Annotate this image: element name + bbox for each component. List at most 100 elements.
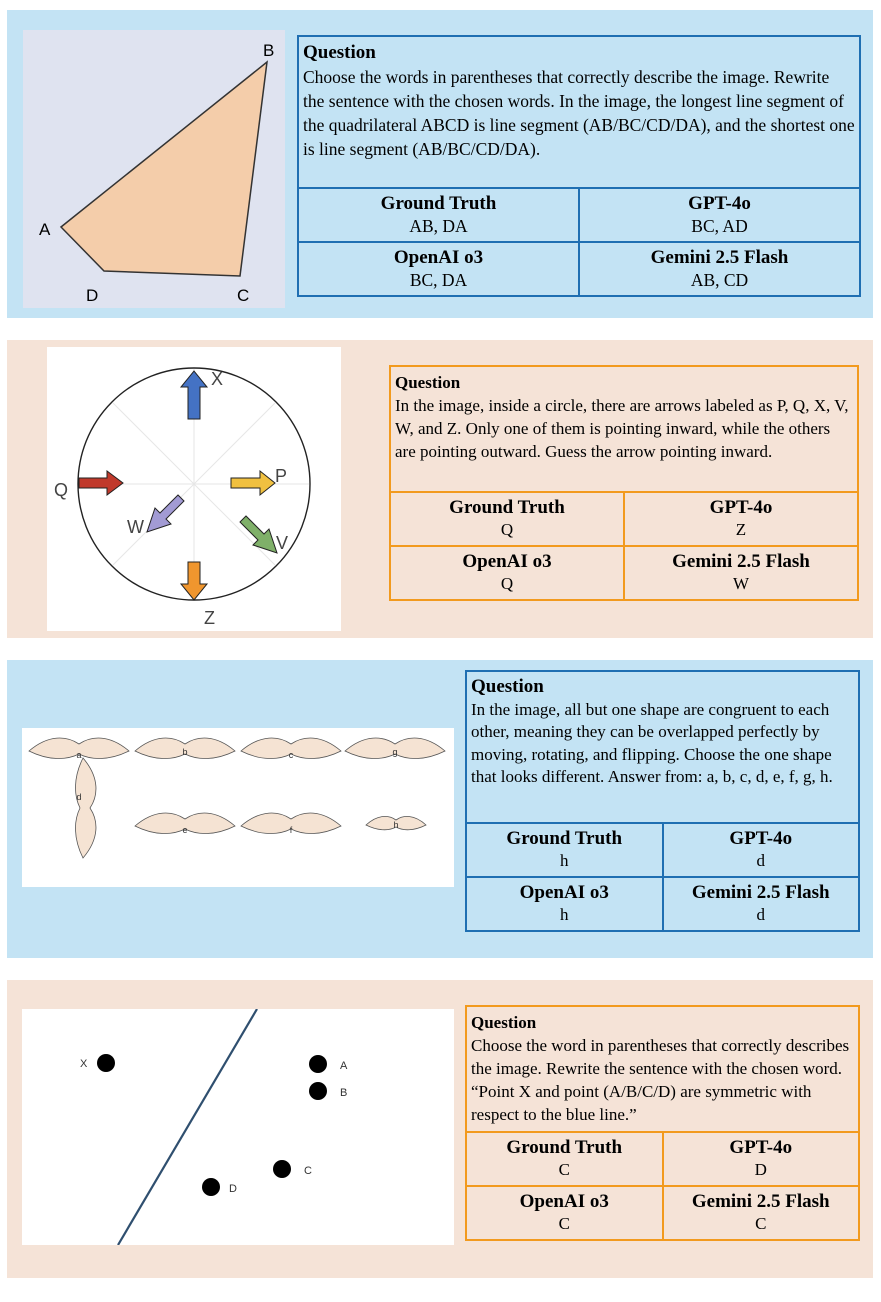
model-name: OpenAI o3 (462, 551, 552, 572)
model-name: Gemini 2.5 Flash (691, 882, 830, 903)
panel-arrows: X P Q W V Z Question In the image, insid… (7, 340, 873, 638)
quadrilateral-svg: B A D C (39, 41, 274, 305)
panel-shapes: a b c g d e f h Question In the image, a… (7, 660, 873, 958)
vertex-label-b: B (263, 41, 274, 60)
question-title: Question (471, 676, 544, 697)
question-text: In the image, all but one shape are cong… (471, 699, 833, 787)
quadrilateral-abcd (59, 60, 268, 277)
arrow-label-w: W (127, 517, 144, 537)
point-a (309, 1055, 327, 1073)
model-answer: d (756, 851, 766, 870)
model-name: Gemini 2.5 Flash (650, 247, 789, 268)
model-name: GPT-4o (729, 1137, 793, 1158)
shapes-svg: a b c g d e f h (28, 737, 446, 859)
shape-label-f: f (290, 825, 293, 835)
arrow-p (230, 469, 276, 497)
point-label-b: B (340, 1087, 347, 1099)
model-name: OpenAI o3 (519, 1191, 609, 1212)
arrow-w (146, 494, 185, 533)
model-name: GPT-4o (709, 497, 773, 518)
question-title: Question (395, 373, 461, 392)
question-cell: Question In the image, inside a circle, … (389, 365, 859, 493)
question-title: Question (471, 1013, 537, 1032)
arrow-q (78, 470, 124, 496)
model-name: GPT-4o (729, 828, 793, 849)
model-answer: BC, AD (691, 216, 748, 236)
model-answer: Q (500, 520, 514, 539)
symmetry-figure: X A B C D (22, 1009, 454, 1245)
model-answer: d (756, 905, 766, 924)
arrow-label-v: V (276, 533, 288, 553)
question-cell: Question Choose the word in parentheses … (465, 1005, 860, 1133)
model-name: OpenAI o3 (393, 247, 484, 268)
question-text: Choose the words in parentheses that cor… (303, 67, 855, 159)
blue-line (117, 1009, 258, 1245)
vertex-label-d: D (86, 286, 98, 305)
answer-cell-openai-o3: OpenAI o3 C (465, 1185, 664, 1241)
arrows-svg: X P Q W V Z (54, 367, 311, 628)
shape-label-b: b (182, 747, 187, 757)
point-label-x: X (80, 1058, 88, 1070)
model-answer: BC, DA (409, 270, 468, 290)
shape-d (74, 757, 97, 859)
question-table-4: Question Choose the word in parentheses … (465, 1005, 860, 1241)
model-name: Ground Truth (380, 193, 497, 214)
answer-cell-openai-o3: OpenAI o3 Q (389, 545, 625, 601)
shape-label-g: g (392, 747, 397, 757)
answer-cell-gemini: Gemini 2.5 Flash d (661, 876, 860, 932)
shape-label-c: c (289, 750, 294, 760)
point-label-a: A (340, 1060, 348, 1072)
shapes-figure: a b c g d e f h (22, 728, 454, 887)
model-name: Ground Truth (506, 828, 623, 849)
answer-cell-ground-truth: Ground Truth h (465, 822, 664, 878)
model-name: Ground Truth (506, 1137, 623, 1158)
point-d (202, 1178, 220, 1196)
vertex-label-c: C (237, 286, 249, 305)
shape-label-e: e (182, 825, 187, 835)
model-answer: Q (500, 574, 514, 593)
model-answer: AB, DA (409, 216, 468, 236)
vertex-label-a: A (39, 220, 51, 239)
model-name: Ground Truth (449, 497, 565, 518)
question-title: Question (303, 42, 376, 63)
model-answer: C (558, 1160, 570, 1179)
shape-label-a: a (76, 750, 81, 760)
panel-quadrilateral: B A D C Question Choose the words in par… (7, 10, 873, 318)
model-answer: C (755, 1214, 767, 1233)
question-table-3: Question In the image, all but one shape… (465, 670, 860, 932)
model-name: Gemini 2.5 Flash (691, 1191, 830, 1212)
point-label-d: D (229, 1183, 237, 1195)
model-answer: W (732, 574, 750, 593)
model-name: OpenAI o3 (519, 882, 609, 903)
question-text: Choose the word in parentheses that corr… (471, 1036, 850, 1124)
point-b (309, 1082, 327, 1100)
arrow-z (179, 561, 209, 601)
arrow-x (179, 370, 209, 420)
model-answer: C (558, 1214, 570, 1233)
question-cell: Question In the image, all but one shape… (465, 670, 860, 824)
arrow-label-p: P (275, 466, 287, 486)
point-x (97, 1054, 115, 1072)
point-label-c: C (304, 1165, 312, 1177)
question-text: In the image, inside a circle, there are… (395, 396, 849, 461)
model-name: GPT-4o (688, 193, 751, 214)
arrow-label-x: X (211, 369, 223, 389)
panel-symmetry: X A B C D Question Choose the word in pa… (7, 980, 873, 1278)
symmetry-svg: X A B C D (80, 1009, 348, 1245)
arrows-figure: X P Q W V Z (47, 347, 341, 631)
model-answer: Z (735, 520, 747, 539)
model-answer: h (560, 851, 569, 870)
model-name: Gemini 2.5 Flash (672, 551, 810, 572)
question-cell: Question Choose the words in parentheses… (297, 35, 861, 189)
model-answer: D (754, 1160, 767, 1179)
